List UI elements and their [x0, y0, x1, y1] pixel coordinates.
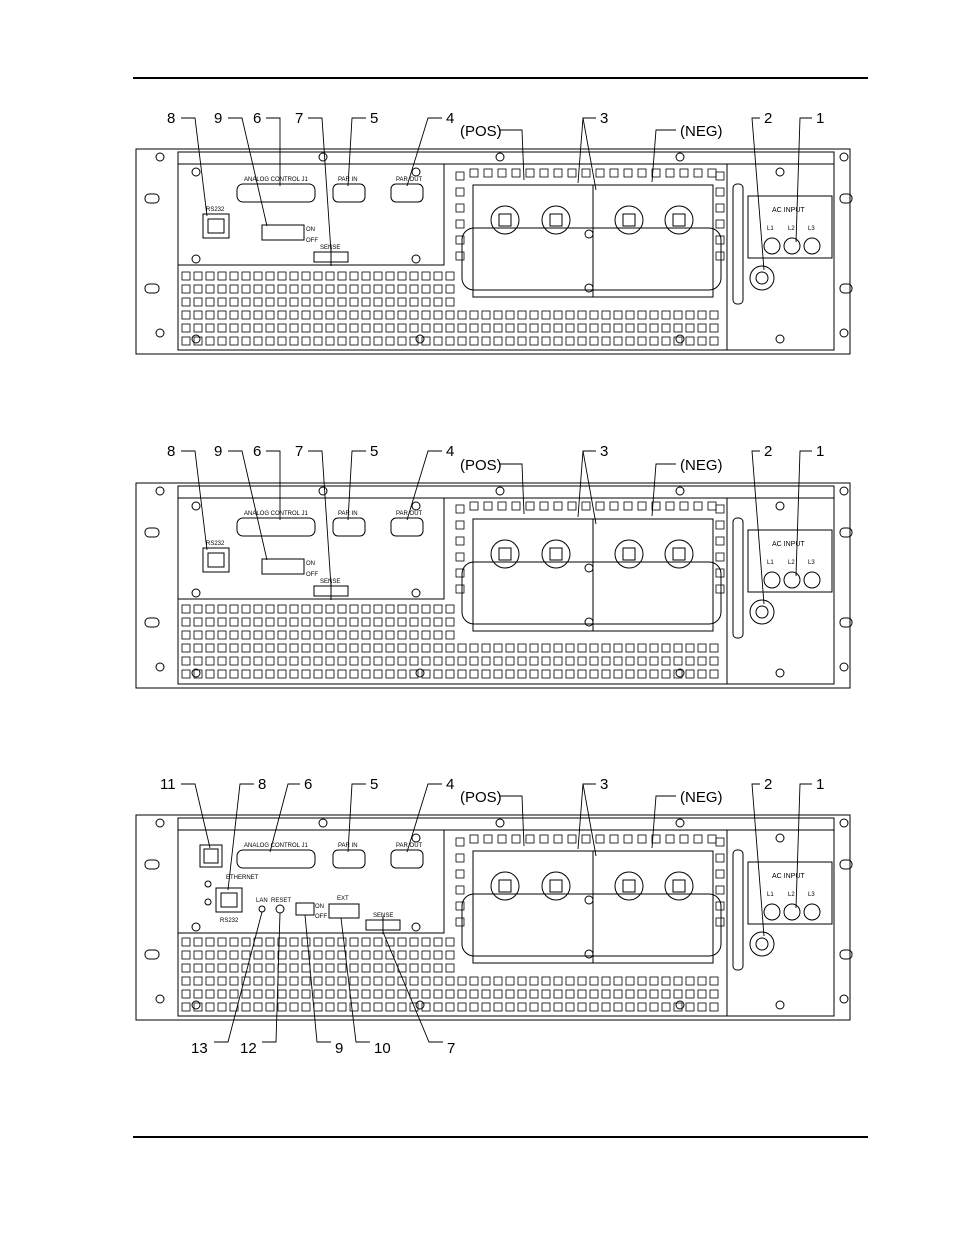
rs232-label: RS232	[206, 207, 225, 213]
callout-8: 8	[167, 443, 175, 460]
off-label: OFF	[306, 238, 318, 244]
rear-panel-figure-c: 11 8 6 5 4 3 2 1 (POS) (NEG) 13 12 9 10 …	[0, 766, 954, 1066]
callout-1: 1	[816, 776, 824, 793]
callout-5: 5	[370, 776, 378, 793]
l3-label: L3	[808, 226, 815, 232]
neg-label: (NEG)	[680, 123, 723, 140]
l3-label: L3	[808, 892, 815, 898]
par-out-label: PAR OUT	[396, 843, 423, 849]
callout-4: 4	[446, 443, 454, 460]
callout-9: 9	[214, 110, 222, 127]
lan-label: LAN	[256, 898, 268, 904]
l3-label: L3	[808, 560, 815, 566]
on-label: ON	[306, 227, 315, 233]
callout-13: 13	[191, 1040, 208, 1057]
on-label: ON	[315, 904, 324, 910]
callout-2: 2	[764, 110, 772, 127]
callout-6: 6	[253, 443, 261, 460]
callout-5: 5	[370, 110, 378, 127]
callout-4: 4	[446, 776, 454, 793]
analog-control-label: ANALOG CONTROL J1	[244, 177, 308, 183]
par-in-label: PAR IN	[338, 511, 358, 517]
par-out-label: PAR OUT	[396, 511, 423, 517]
l2-label: L2	[788, 892, 795, 898]
ac-input-label: AC INPUT	[772, 541, 805, 548]
rs232-label: RS232	[206, 541, 225, 547]
ethernet-label: ETHERNET	[226, 875, 259, 881]
callout-10: 10	[374, 1040, 391, 1057]
sense-label: SENSE	[320, 245, 340, 251]
off-label: OFF	[315, 914, 327, 920]
callout-4: 4	[446, 110, 454, 127]
callout-8: 8	[258, 776, 266, 793]
par-out-label: PAR OUT	[396, 177, 423, 183]
ac-input-label: AC INPUT	[772, 873, 805, 880]
callout-6: 6	[253, 110, 261, 127]
callout-9: 9	[214, 443, 222, 460]
neg-label: (NEG)	[680, 789, 723, 806]
callout-12: 12	[240, 1040, 257, 1057]
callout-3: 3	[600, 776, 608, 793]
rear-panel-drawing-c: 11 8 6 5 4 3 2 1 (POS) (NEG) 13 12 9 10 …	[135, 776, 853, 1057]
pos-label: (POS)	[460, 123, 502, 140]
callout-3: 3	[600, 443, 608, 460]
footer-rule	[133, 1136, 868, 1138]
rear-panel-drawing-b: 8 9 6 7 5 4 3 2 1 (POS) (NEG) ANALOG CON…	[135, 443, 853, 689]
pos-label: (POS)	[460, 457, 502, 474]
callout-1: 1	[816, 110, 824, 127]
analog-control-label: ANALOG CONTROL J1	[244, 843, 308, 849]
callout-5: 5	[370, 443, 378, 460]
neg-label: (NEG)	[680, 457, 723, 474]
callout-2: 2	[764, 776, 772, 793]
callout-11: 11	[160, 776, 176, 793]
callout-7: 7	[447, 1040, 455, 1057]
callout-6: 6	[304, 776, 312, 793]
rs232-label: RS232	[220, 918, 239, 924]
l2-label: L2	[788, 560, 795, 566]
ac-input-label: AC INPUT	[772, 207, 805, 214]
l1-label: L1	[767, 226, 774, 232]
pos-label: (POS)	[460, 789, 502, 806]
vent-grid	[181, 834, 725, 1012]
callout-2: 2	[764, 443, 772, 460]
par-in-label: PAR IN	[338, 177, 358, 183]
callout-3: 3	[600, 110, 608, 127]
l1-label: L1	[767, 560, 774, 566]
on-label: ON	[306, 561, 315, 567]
callout-9: 9	[335, 1040, 343, 1057]
rear-panel-drawing-a: 8 9 6 7 5 4 3 2 1 (POS) (NEG) ANALOG CON…	[135, 110, 853, 355]
reset-label: RESET	[271, 898, 291, 904]
par-in-label: PAR IN	[338, 843, 358, 849]
ext-label: EXT	[337, 896, 349, 902]
rear-panel-figure-b: 8 9 6 7 5 4 3 2 1 (POS) (NEG) ANALOG CON…	[0, 433, 954, 703]
callout-7: 7	[295, 443, 303, 460]
l2-label: L2	[788, 226, 795, 232]
callout-8: 8	[167, 110, 175, 127]
vent-grid	[181, 168, 725, 346]
vent-grid	[181, 501, 725, 679]
sense-label: SENSE	[320, 579, 340, 585]
l1-label: L1	[767, 892, 774, 898]
callout-7: 7	[295, 110, 303, 127]
off-label: OFF	[306, 572, 318, 578]
analog-control-label: ANALOG CONTROL J1	[244, 511, 308, 517]
rear-panel-figure-a: 8 9 6 7 5 4 3 2 1 (POS) (NEG) ANALOG CON…	[0, 100, 954, 370]
header-rule	[133, 77, 868, 79]
callout-1: 1	[816, 443, 824, 460]
sense-label: SENSE	[373, 913, 393, 919]
